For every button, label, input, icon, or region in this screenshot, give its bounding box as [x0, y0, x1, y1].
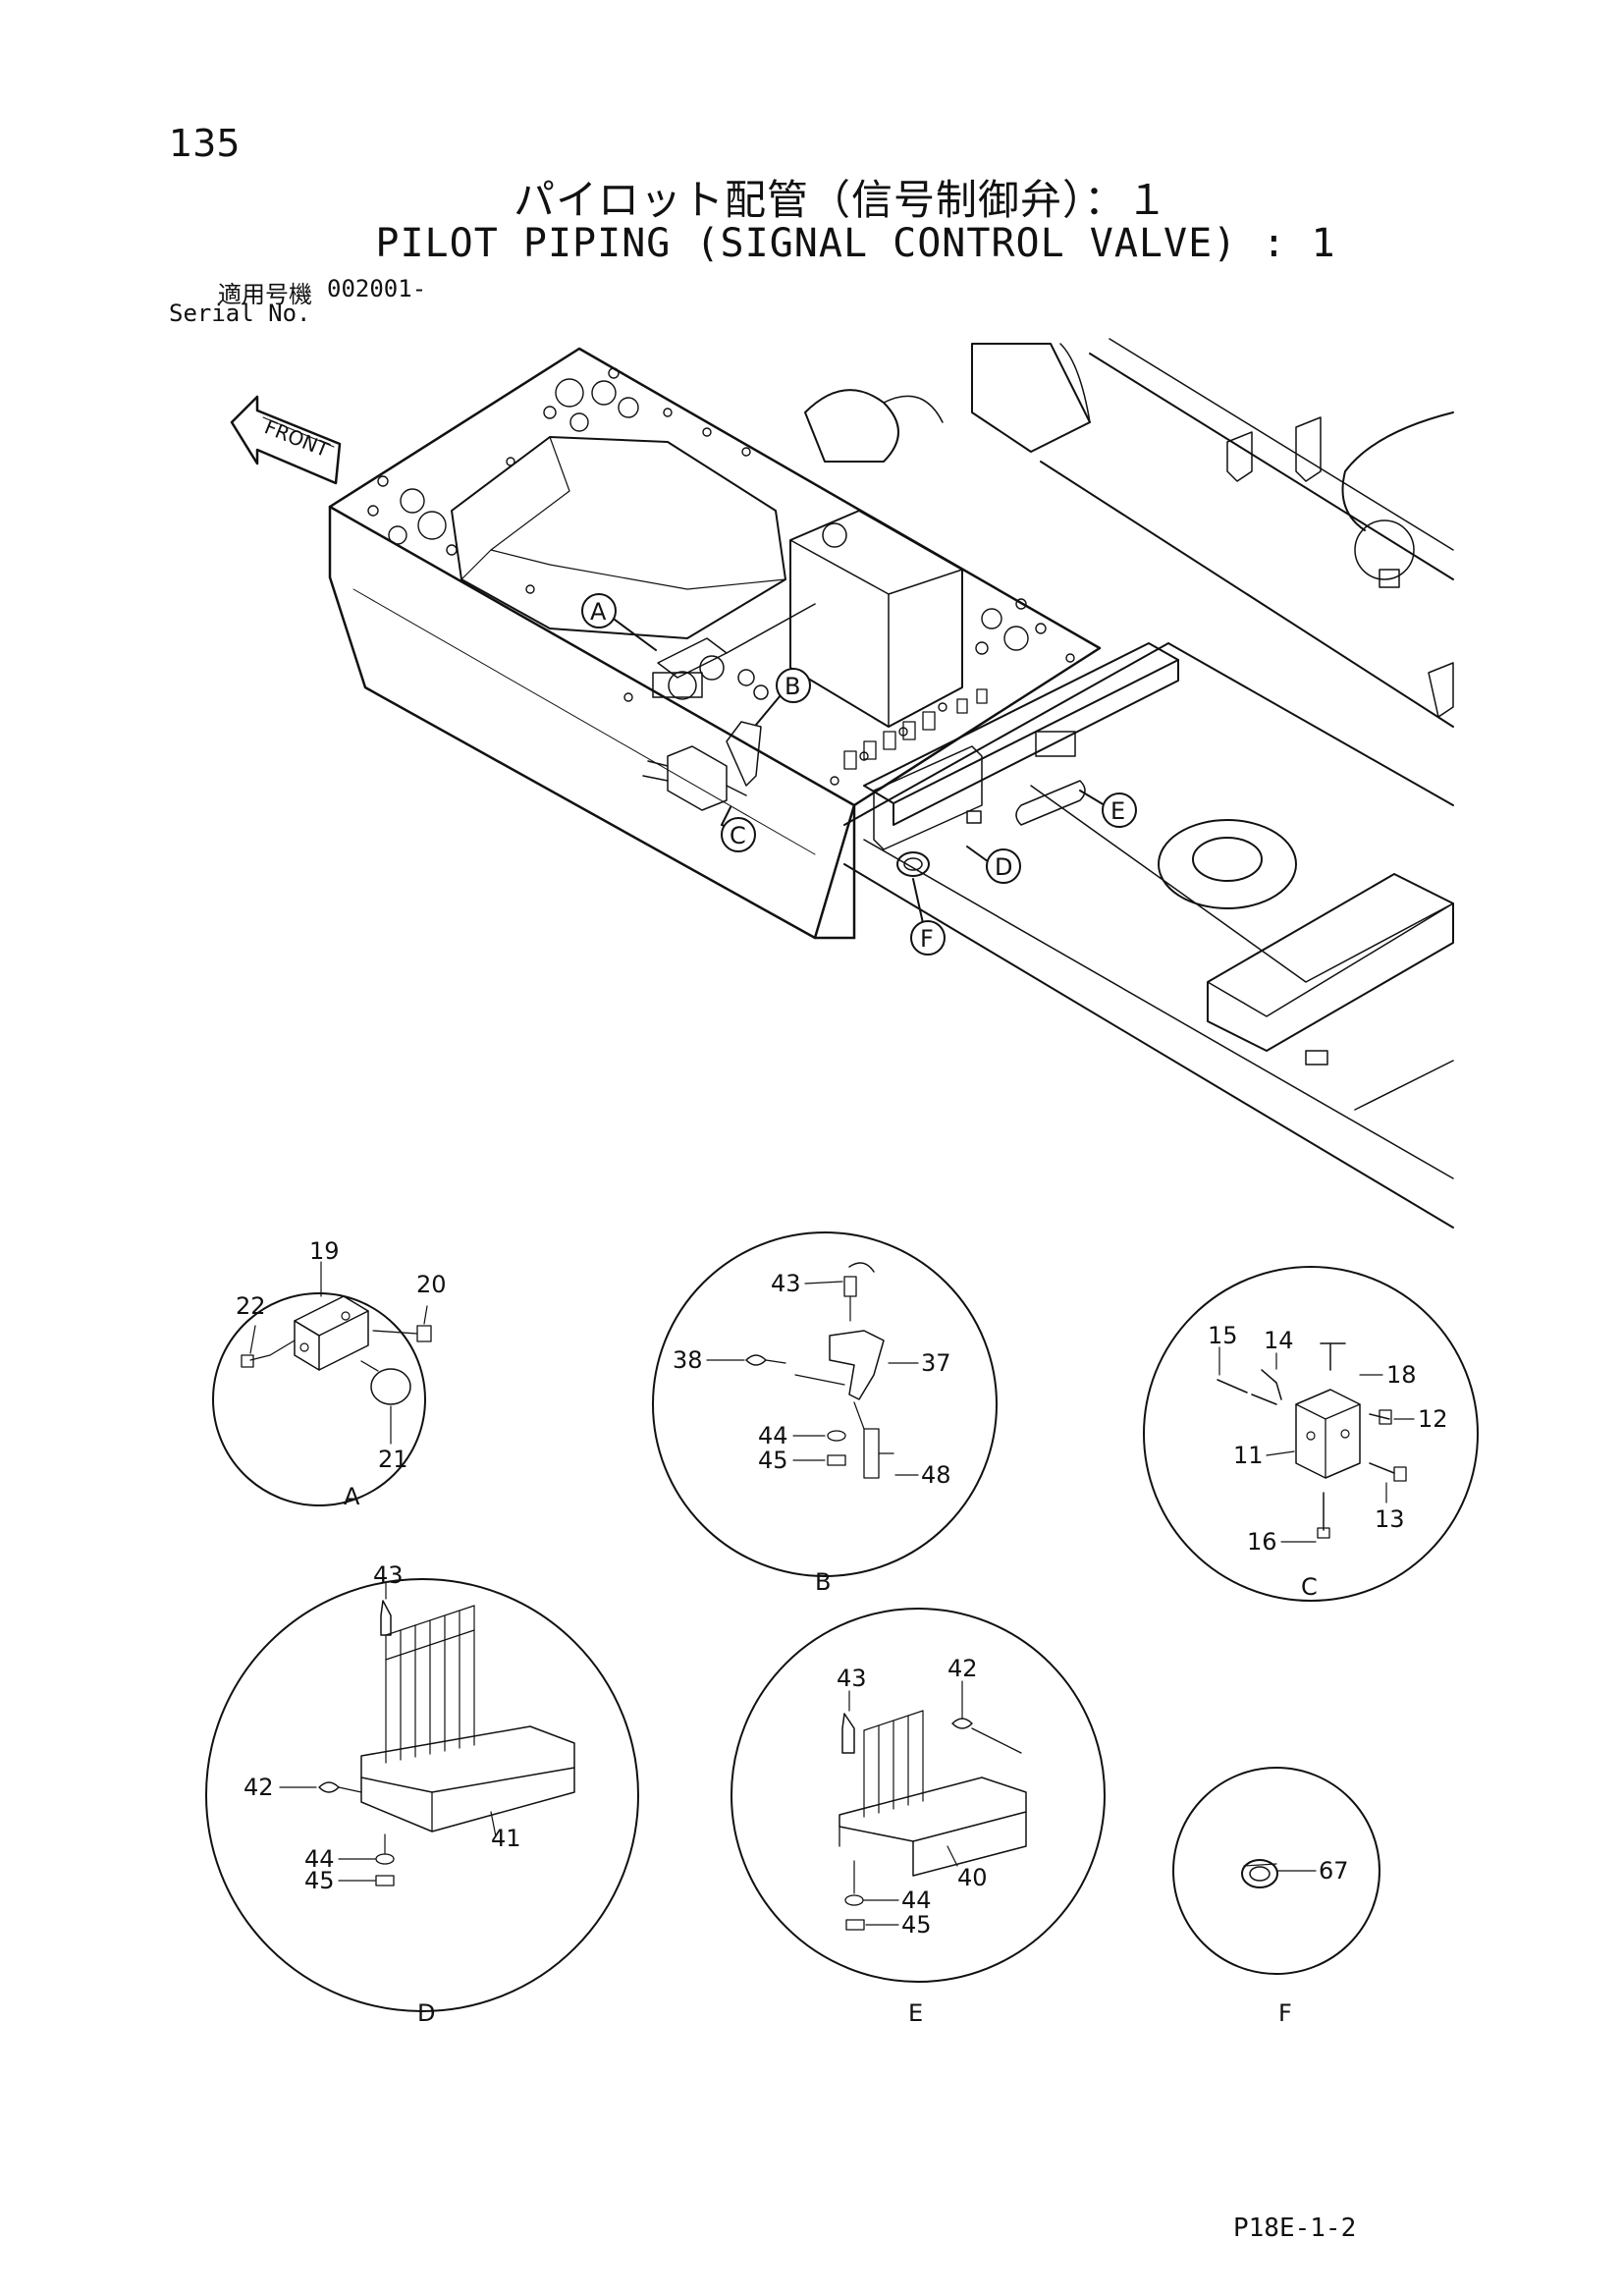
- frame-side-face: [328, 505, 856, 940]
- serial-label-english: Serial No.: [169, 300, 311, 327]
- detail-d-part-41: 41: [491, 1825, 521, 1852]
- detail-b-part-38: 38: [673, 1346, 703, 1374]
- detail-f: 67 F: [1172, 1767, 1380, 2027]
- callout-e: [1102, 793, 1137, 828]
- footer-page-code: P18E-1-2: [1233, 2214, 1357, 2243]
- callout-e-letter: E: [1110, 797, 1125, 825]
- detail-e-part-44: 44: [901, 1886, 932, 1914]
- main-assembly-view: FRONT: [230, 338, 1454, 1229]
- mounting-holes: [367, 367, 1075, 786]
- detail-d-part-42: 42: [243, 1774, 274, 1801]
- detail-e-part-42: 42: [947, 1655, 978, 1682]
- detail-c-part-12: 12: [1418, 1405, 1448, 1433]
- callout-a: [581, 593, 617, 629]
- callout-f: [910, 920, 946, 956]
- seal-f-component: [896, 851, 930, 877]
- callout-d-letter: D: [995, 853, 1012, 881]
- callout-f-letter: F: [920, 925, 934, 953]
- detail-c-part-16: 16: [1247, 1528, 1277, 1556]
- detail-d-label: D: [417, 1999, 435, 2027]
- detail-a-part-20: 20: [416, 1271, 447, 1298]
- detail-c-part-14: 14: [1264, 1327, 1294, 1354]
- detail-b-part-44: 44: [758, 1422, 788, 1449]
- frame-opening: [451, 436, 786, 639]
- detail-b-part-37: 37: [921, 1349, 951, 1377]
- callout-b: [776, 668, 811, 703]
- detail-c: 15 14 18 12 11 13 16 C: [1143, 1266, 1479, 1602]
- detail-e-label: E: [908, 1999, 923, 2027]
- valve-a-component: [652, 603, 816, 700]
- detail-c-part-13: 13: [1375, 1505, 1405, 1533]
- detail-a-part-22: 22: [236, 1292, 266, 1320]
- detail-c-part-15: 15: [1208, 1322, 1238, 1349]
- detail-d: 43 42 41 44 45 D: [205, 1561, 639, 2027]
- frame-rail: [1089, 353, 1454, 580]
- front-arrow-icon: FRONT: [230, 395, 342, 485]
- detail-b-part-45: 45: [758, 1447, 788, 1474]
- detail-b-part-43: 43: [771, 1270, 801, 1297]
- detail-a: 19 20 21 22 A: [212, 1237, 447, 1510]
- detail-c-part-11: 11: [1233, 1442, 1264, 1469]
- detail-b-part-48: 48: [921, 1461, 951, 1489]
- detail-e-part-45: 45: [901, 1911, 932, 1939]
- track-frame: [843, 642, 1454, 826]
- detail-d-part-44: 44: [304, 1845, 335, 1873]
- callout-d: [986, 848, 1021, 884]
- serial-label-japanese: 適用号機: [218, 281, 312, 308]
- detail-e-part-40: 40: [957, 1864, 988, 1891]
- detail-d-part-45: 45: [304, 1867, 335, 1894]
- callout-c-letter: C: [730, 822, 746, 849]
- serial-number-value: 002001-: [327, 275, 427, 302]
- callout-b-letter: B: [784, 673, 800, 700]
- valve-c-component: [642, 745, 747, 811]
- detail-c-part-18: 18: [1386, 1361, 1417, 1389]
- detail-c-label: C: [1301, 1573, 1318, 1601]
- detail-e: 43 42 40 44 45 E: [730, 1608, 1106, 2027]
- detail-f-seal-ring: [1241, 1859, 1278, 1888]
- detail-a-part-19: 19: [309, 1237, 340, 1265]
- frame-top-surface: [328, 347, 1102, 807]
- callout-c: [721, 817, 756, 852]
- detail-f-part-67: 67: [1319, 1857, 1349, 1885]
- callout-bubbles: A B C D E F: [581, 593, 1137, 956]
- detail-a-part-21: 21: [378, 1446, 408, 1473]
- detail-b: 43 38 37 44 45 48 B: [652, 1231, 998, 1596]
- detail-a-label: A: [344, 1483, 360, 1510]
- callout-a-letter: A: [590, 598, 607, 626]
- page-title-english: PILOT PIPING (SIGNAL CONTROL VALVE) : 1: [375, 221, 1336, 266]
- detail-d-part-43: 43: [373, 1561, 404, 1589]
- page-title-japanese: パイロット配管（信号制御弁）：１: [513, 176, 1168, 224]
- detail-e-part-43: 43: [837, 1665, 867, 1692]
- detail-b-label: B: [815, 1568, 831, 1596]
- page-number: 135: [169, 122, 241, 165]
- detail-f-label: F: [1278, 1999, 1292, 2027]
